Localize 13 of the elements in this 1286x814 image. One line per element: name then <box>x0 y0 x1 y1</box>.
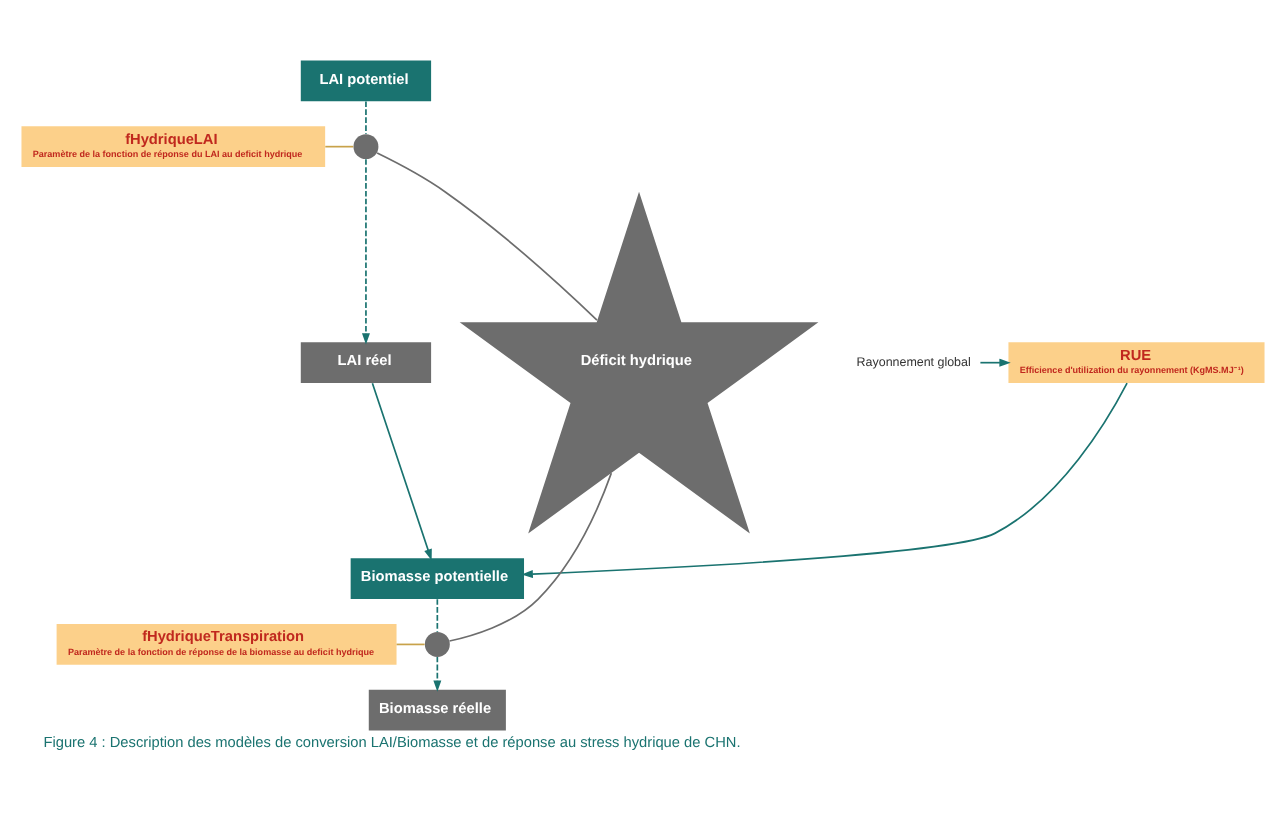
connector <box>448 471 613 641</box>
arrow <box>433 655 442 691</box>
connector <box>395 642 426 645</box>
connector <box>376 151 598 320</box>
arrow <box>521 381 1128 577</box>
connector <box>436 597 439 632</box>
arrow <box>361 157 370 344</box>
node-circle <box>424 630 450 656</box>
arrow <box>371 381 432 560</box>
node-circle <box>353 133 379 159</box>
connector <box>324 144 355 147</box>
connector <box>365 99 367 134</box>
arrow <box>979 357 1011 366</box>
